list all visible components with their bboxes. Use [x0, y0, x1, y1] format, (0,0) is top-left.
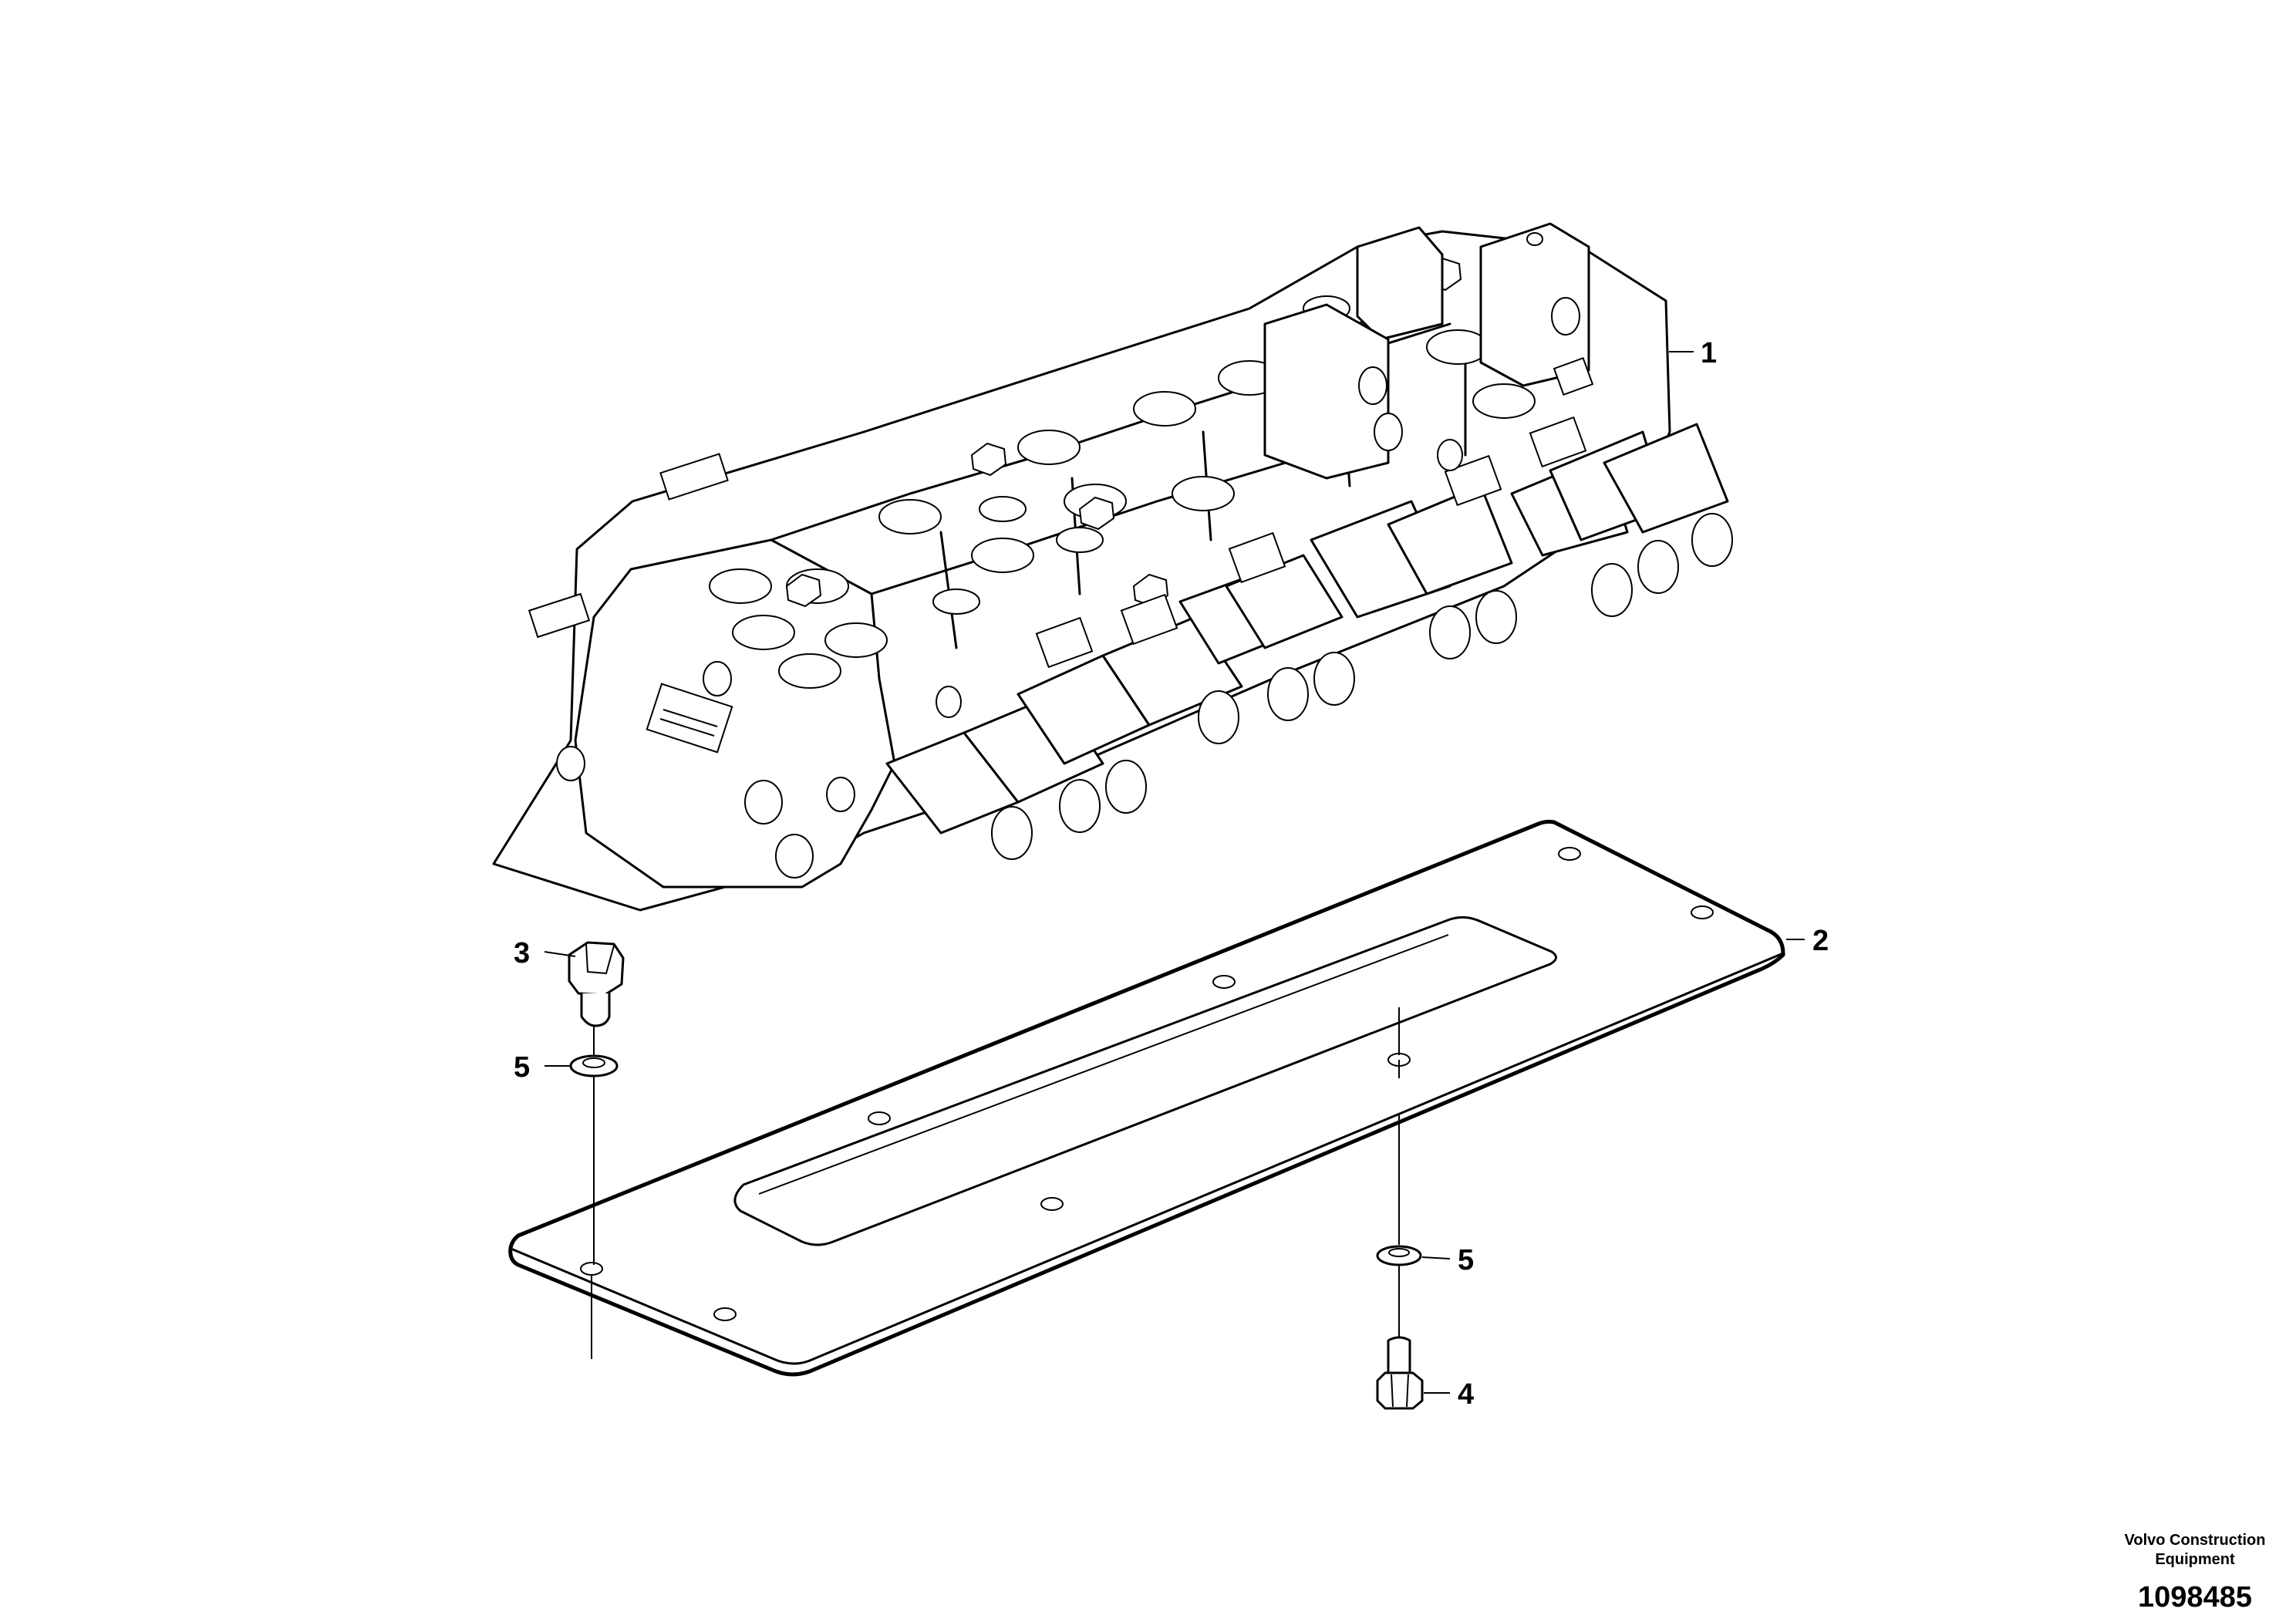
pilot-fittings	[936, 356, 1594, 718]
bolt-upper	[568, 941, 625, 1027]
relief-valve-blocks	[1263, 222, 1590, 480]
washer-upper	[569, 1054, 619, 1077]
callout-2: 2	[1812, 925, 1829, 957]
company-credit: Volvo Construction Equipment	[2124, 1532, 2266, 1568]
washer-lower	[1376, 1245, 1422, 1266]
bolt-lower	[1376, 1336, 1424, 1410]
drawing-number: 1098485	[2138, 1581, 2252, 1614]
leader-lines	[544, 351, 1805, 1394]
callout-3: 3	[514, 937, 530, 969]
spool-caps	[885, 423, 1733, 860]
callout-4: 4	[1458, 1378, 1474, 1411]
mounting-plate	[508, 819, 1785, 1377]
control-valve-assembly	[492, 222, 1733, 912]
identification-plate	[646, 683, 733, 754]
callout-1: 1	[1701, 337, 1717, 369]
side-fittings	[528, 453, 855, 878]
callout-5-upper: 5	[514, 1051, 530, 1084]
callout-5-lower: 5	[1458, 1244, 1474, 1276]
